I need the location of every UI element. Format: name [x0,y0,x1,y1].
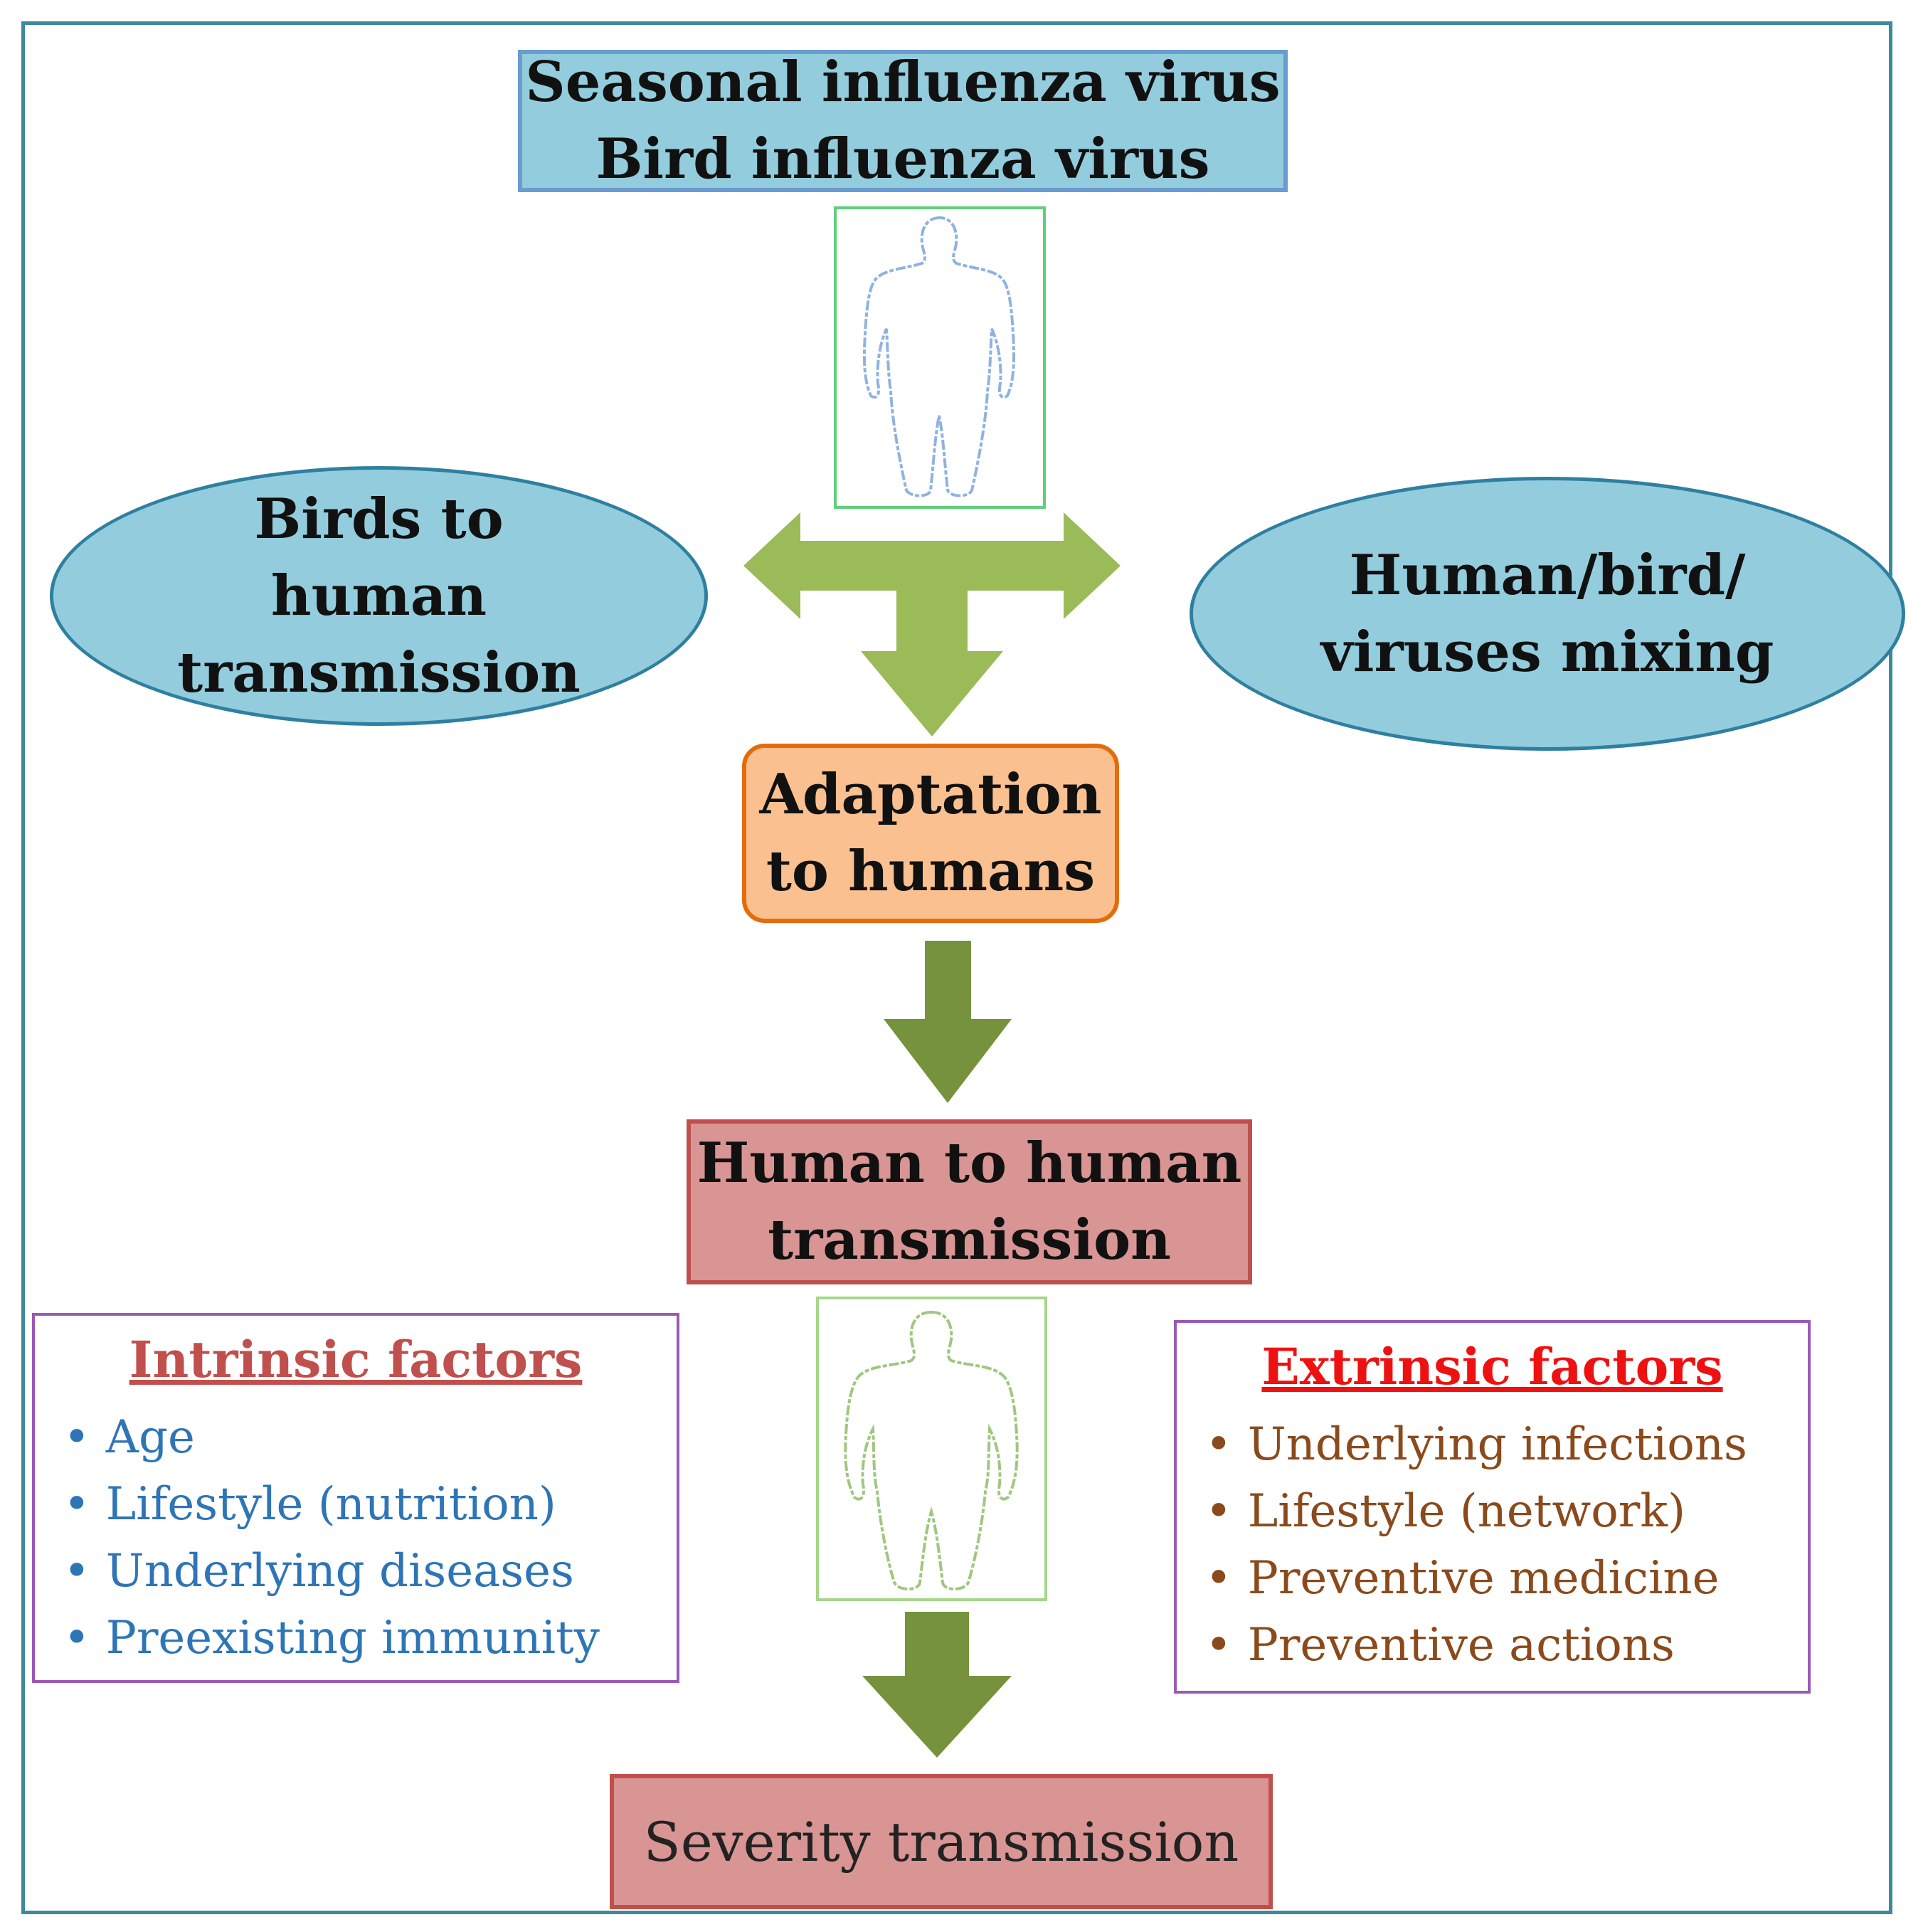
down-arrow-severity [862,1612,1012,1758]
severity-node: Severity transmission [610,1774,1273,1909]
human-to-human-line-1: Human to human [696,1131,1242,1195]
list-item: • Underlying infections [1205,1411,1808,1478]
intrinsic-factors-list: • Age • Lifestyle (nutrition) • Underlying … [63,1404,677,1672]
intrinsic-factors-title: Intrinsic factors [129,1330,583,1389]
three-way-arrow [743,512,1121,737]
virus-mixing-line-2: viruses mixing [1320,619,1774,685]
human-figure-icon [844,1310,1019,1590]
virus-source-line-1: Seasonal influenza virus [525,50,1281,115]
virus-source-box: Seasonal influenza virus Bird influenza … [518,50,1288,192]
bullet-icon: • [1205,1485,1232,1538]
bullet-icon: • [63,1411,90,1464]
intrinsic-factor-text: Age [105,1411,195,1464]
intrinsic-factor-text: Preexisting immunity [105,1612,600,1664]
birds-to-human-line-1: Birds to [254,486,504,551]
down-arrow-adaptation [884,941,1012,1103]
bullet-icon: • [1205,1619,1232,1672]
list-item: • Lifestyle (nutrition) [63,1471,677,1538]
birds-to-human-line-2: human [270,563,487,628]
list-item: • Preexisting immunity [63,1605,677,1672]
extrinsic-factor-text: Preventive medicine [1247,1552,1720,1605]
list-item: • Age [63,1404,677,1471]
severity-label: Severity transmission [643,1810,1239,1874]
human-to-human-line-2: transmission [768,1208,1171,1272]
birds-to-human-line-3: transmission [177,640,581,705]
list-item: • Underlying diseases [63,1538,677,1605]
bullet-icon: • [63,1545,90,1598]
human-figure-bottom-frame [816,1297,1047,1601]
birds-to-human-node: Birds to human transmission [50,466,708,726]
list-item: • Lifestyle (network) [1205,1478,1808,1545]
human-figure-top-frame [834,206,1046,509]
intrinsic-factors-panel: Intrinsic factors • Age • Lifestyle (nutri… [32,1313,679,1683]
bullet-icon: • [1205,1552,1232,1605]
list-item: • Preventive actions [1205,1612,1808,1679]
extrinsic-factors-title: Extrinsic factors [1261,1337,1723,1396]
extrinsic-factor-text: Underlying infections [1247,1418,1747,1471]
extrinsic-factors-panel: Extrinsic factors • Underlying infections… [1174,1320,1811,1694]
adaptation-line-1: Adaptation [759,762,1102,827]
human-to-human-node: Human to human transmission [687,1119,1252,1284]
intrinsic-factor-text: Underlying diseases [105,1545,574,1598]
adaptation-line-2: to humans [766,839,1096,904]
list-item: • Preventive medicine [1205,1545,1808,1612]
bullet-icon: • [63,1612,90,1664]
extrinsic-factor-text: Lifestyle (network) [1247,1485,1686,1538]
diagram-frame [21,21,1892,1914]
extrinsic-factors-list: • Underlying infections • Lifestyle (netwo… [1205,1411,1808,1679]
extrinsic-factor-text: Preventive actions [1247,1619,1675,1672]
bullet-icon: • [63,1478,90,1531]
intrinsic-factor-text: Lifestyle (nutrition) [105,1478,556,1531]
bullet-icon: • [1205,1418,1232,1471]
human-figure-icon [862,216,1016,497]
virus-mixing-line-1: Human/bird/ [1349,542,1746,608]
virus-source-line-2: Bird influenza virus [595,127,1210,191]
adaptation-node: Adaptation to humans [742,744,1119,923]
virus-mixing-node: Human/bird/ viruses mixing [1190,477,1905,751]
